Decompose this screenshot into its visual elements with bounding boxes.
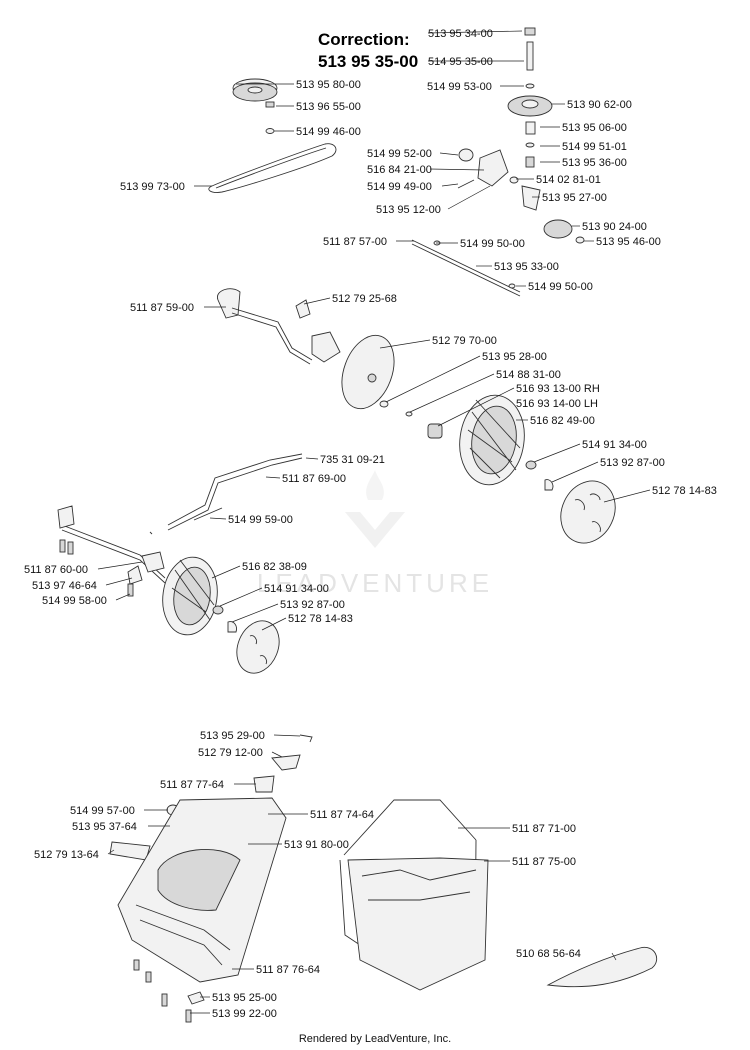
callout-label: 514 91 34-00 (264, 583, 329, 595)
callout-label: 512 79 13-64 (34, 849, 99, 861)
callout-label: 511 87 76-64 (256, 964, 320, 976)
callout-label: 513 92 87-00 (280, 599, 345, 611)
callout-label: 513 95 36-00 (562, 157, 627, 169)
callout-label: 511 87 77-64 (160, 779, 224, 791)
callout-label: 514 99 52-00 (367, 148, 432, 160)
callout-label: 513 92 87-00 (600, 457, 665, 469)
callout-label: 511 87 60-00 (24, 564, 88, 576)
front-axle-drawing (57, 453, 303, 597)
callout-label: 516 84 21-00 (367, 164, 432, 176)
watermark-logo (345, 470, 405, 548)
callout-label: 513 99 73-00 (120, 181, 185, 193)
rear-wheel-drawing (427, 394, 554, 491)
gearbox-drawing (457, 27, 585, 244)
callout-label: 516 82 49-00 (530, 415, 595, 427)
callout-label: 514 91 34-00 (582, 439, 647, 451)
correction-title: Correction: (318, 30, 410, 49)
callout-label: 510 68 56-64 (516, 948, 581, 960)
callout-label: 511 87 71-00 (512, 823, 576, 835)
callout-label: 513 96 55-00 (296, 101, 361, 113)
correction-part-number: 513 95 35-00 (318, 52, 418, 71)
callout-label: 512 79 25-68 (332, 293, 397, 305)
callout-label: 511 87 75-00 (512, 856, 576, 868)
callout-label: 513 95 28-00 (482, 351, 547, 363)
callout-label: 514 99 51-01 (562, 141, 627, 153)
callout-label: 514 99 50-00 (528, 281, 593, 293)
callout-labels: 513 95 34-00 514 95 35-00 514 99 53-00 5… (24, 28, 717, 1020)
callout-label: 514 99 58-00 (42, 595, 107, 607)
callout-label: 513 95 25-00 (212, 992, 277, 1004)
callout-label: 513 95 27-00 (542, 192, 607, 204)
callout-label: 513 91 80-00 (284, 839, 349, 851)
callout-label: 514 95 35-00 (428, 56, 493, 68)
callout-label: 512 79 70-00 (432, 335, 497, 347)
callout-label: 513 90 24-00 (582, 221, 647, 233)
callout-label: 514 02 81-01 (536, 174, 601, 186)
callout-label: 511 87 74-64 (310, 809, 374, 821)
callout-label: 512 78 14-83 (652, 485, 717, 497)
footer-credit: Rendered by LeadVenture, Inc. (299, 1033, 451, 1045)
callout-label: 514 99 59-00 (228, 514, 293, 526)
deck-housing-drawing (117, 797, 287, 1023)
callout-label: 513 95 06-00 (562, 122, 627, 134)
grass-catcher-drawing (339, 799, 658, 991)
height-lever-drawing (217, 288, 341, 365)
callout-label: 513 95 12-00 (376, 204, 441, 216)
callout-label: 514 99 46-00 (296, 126, 361, 138)
leader-lines (97, 30, 651, 1014)
callout-label: 513 95 80-00 (296, 79, 361, 91)
callout-label: 516 93 14-00 LH (516, 398, 598, 410)
callout-label: 513 99 22-00 (212, 1008, 277, 1020)
callout-label: 513 90 62-00 (567, 99, 632, 111)
front-wheel-drawing (162, 556, 280, 674)
callout-label: 511 87 59-00 (130, 302, 194, 314)
callout-label: 514 88 31-00 (496, 369, 561, 381)
callout-label: 514 99 50-00 (460, 238, 525, 250)
callout-label: 516 82 38-09 (242, 561, 307, 573)
callout-label: 514 99 49-00 (367, 181, 432, 193)
callout-label: 513 95 33-00 (494, 261, 559, 273)
callout-label: 513 95 37-64 (72, 821, 137, 833)
watermark-text: LEADVENTURE (257, 568, 493, 598)
drive-belt-drawing (208, 143, 337, 193)
callout-label: 512 78 14-83 (288, 613, 353, 625)
callout-label: 513 95 29-00 (200, 730, 265, 742)
rear-hubcap-drawing (341, 334, 413, 417)
callout-label: 513 95 34-00 (428, 28, 493, 40)
callout-label: 735 31 09-21 (320, 454, 385, 466)
rear-wheel-hubcap-drawing (560, 480, 616, 544)
rear-axle-drawing (411, 239, 521, 297)
callout-label: 514 99 53-00 (427, 81, 492, 93)
callout-label: 514 99 57-00 (70, 805, 135, 817)
callout-label: 513 97 46-64 (32, 580, 97, 592)
callout-label: 513 95 46-00 (596, 236, 661, 248)
upper-pulley-drawing (232, 78, 278, 134)
callout-label: 516 93 13-00 RH (516, 383, 600, 395)
callout-label: 511 87 57-00 (323, 236, 387, 248)
callout-label: 511 87 69-00 (282, 473, 346, 485)
callout-label: 512 79 12-00 (198, 747, 263, 759)
